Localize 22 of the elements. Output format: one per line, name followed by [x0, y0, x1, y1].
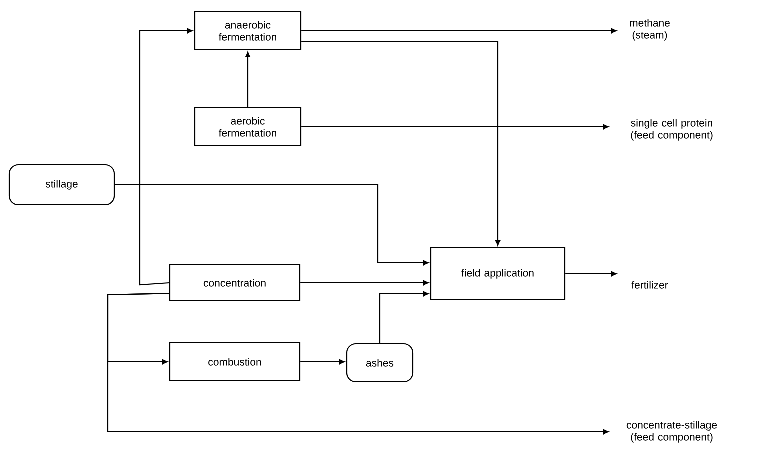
- process-box: field application: [430, 247, 566, 301]
- process-box: combustion: [169, 342, 301, 382]
- product-label: fertilizer: [632, 281, 668, 289]
- arrow: [566, 271, 617, 277]
- arrow: [115, 184, 429, 266]
- arrow: [302, 28, 617, 34]
- rounded-box: ashes: [346, 343, 414, 383]
- product-label: concentrate-stillage (feed component): [626, 421, 718, 443]
- arrow: [107, 293, 609, 435]
- product-label: methane (steam): [630, 19, 670, 41]
- process-box: concentration: [169, 264, 301, 302]
- arrow: [300, 359, 345, 365]
- arrow: [379, 291, 429, 344]
- process-box: anaerobic fermentation: [194, 11, 302, 51]
- arrow: [139, 28, 193, 286]
- rounded-box: stillage: [8, 164, 116, 206]
- arrow: [245, 52, 251, 108]
- arrow: [300, 280, 429, 286]
- product-label: single cell protein (feed component): [631, 119, 713, 141]
- process-box: aerobic fermentation: [194, 107, 302, 147]
- arrow: [302, 124, 609, 130]
- arrow: [302, 41, 501, 246]
